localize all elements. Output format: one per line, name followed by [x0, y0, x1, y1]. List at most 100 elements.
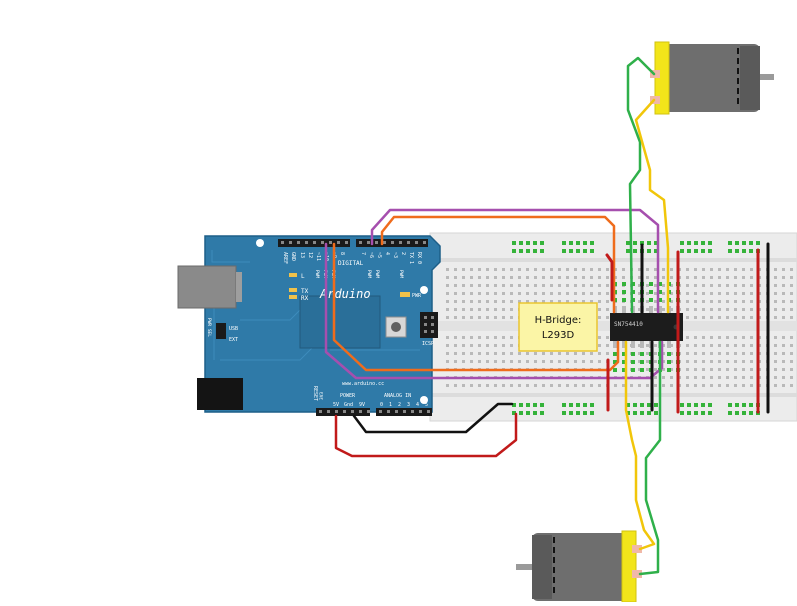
breadboard-hole — [734, 284, 737, 287]
breadboard-hole — [590, 300, 593, 303]
chip-leg — [640, 340, 644, 348]
callout-box — [518, 302, 598, 352]
rail-hole — [708, 241, 712, 245]
pin-label: 8 — [339, 252, 345, 255]
breadboard-hole — [654, 308, 657, 311]
breadboard-hole — [694, 336, 697, 339]
icsp-pin — [424, 330, 427, 333]
breadboard-hole — [510, 284, 513, 287]
breadboard-hole — [654, 284, 657, 287]
header-pin — [281, 241, 284, 244]
rail-hole — [583, 411, 587, 415]
breadboard-hole — [654, 292, 657, 295]
rail-hole — [640, 241, 644, 245]
analog-pin-label: 4 — [416, 402, 419, 408]
rail-hole — [533, 241, 537, 245]
breadboard-hole — [718, 292, 721, 295]
breadboard-hole — [638, 300, 641, 303]
breadboard-hole — [622, 268, 625, 271]
rail-hole — [526, 241, 530, 245]
active-hole — [640, 368, 644, 372]
wire-black-ground — [352, 402, 514, 434]
rail-hole — [512, 403, 516, 407]
breadboard-hole — [486, 268, 489, 271]
breadboard-hole — [782, 300, 785, 303]
breadboard-hole — [598, 384, 601, 387]
breadboard-hole — [638, 292, 641, 295]
breadboard-hole — [518, 384, 521, 387]
breadboard-hole — [694, 344, 697, 347]
breadboard-hole — [742, 360, 745, 363]
breadboard-hole — [662, 384, 665, 387]
rail-hole — [533, 249, 537, 253]
rail-hole — [590, 241, 594, 245]
breadboard-hole — [670, 284, 673, 287]
rail-hole — [562, 411, 566, 415]
active-hole — [613, 360, 617, 364]
breadboard-hole — [726, 336, 729, 339]
power-label: POWER — [340, 393, 356, 399]
chip-leg — [649, 306, 653, 314]
header-pin — [319, 410, 322, 413]
chip-leg — [613, 340, 617, 348]
breadboard-hole — [702, 300, 705, 303]
breadboard-hole — [694, 308, 697, 311]
breadboard-hole — [710, 308, 713, 311]
breadboard-hole — [582, 360, 585, 363]
active-hole — [667, 352, 671, 356]
breadboard-hole — [638, 384, 641, 387]
breadboard-hole — [782, 268, 785, 271]
breadboard-hole — [454, 352, 457, 355]
breadboard-hole — [790, 368, 793, 371]
icsp-label: ICSP — [422, 341, 434, 347]
rail-hole — [519, 241, 523, 245]
breadboard-hole — [502, 308, 505, 311]
chip-leg — [658, 306, 662, 314]
breadboard-hole — [598, 292, 601, 295]
breadboard-hole — [654, 352, 657, 355]
breadboard-hole — [462, 336, 465, 339]
h-bridge-callout: H-Bridge: L293D — [518, 302, 598, 352]
breadboard-hole — [454, 276, 457, 279]
led-pwr — [400, 292, 410, 297]
breadboard-hole — [742, 352, 745, 355]
breadboard-hole — [574, 300, 577, 303]
breadboard-hole — [750, 316, 753, 319]
wire-purple-bottom — [324, 242, 664, 380]
breadboard-hole — [558, 292, 561, 295]
breadboard-hole — [534, 292, 537, 295]
rail-hole — [680, 411, 684, 415]
breadboard-hole — [782, 316, 785, 319]
breadboard-hole — [478, 316, 481, 319]
breadboard-hole — [686, 352, 689, 355]
breadboard-hole — [502, 352, 505, 355]
breadboard-hole — [470, 344, 473, 347]
icsp-pin — [431, 323, 434, 326]
breadboard-hole — [574, 276, 577, 279]
power-pin-label: 3V3 — [319, 392, 325, 400]
breadboard-hole — [446, 316, 449, 319]
rail-hole — [708, 411, 712, 415]
breadboard-hole — [726, 344, 729, 347]
chip-leg — [667, 340, 671, 348]
breadboard-hole — [726, 284, 729, 287]
breadboard-hole — [694, 268, 697, 271]
pwm-label: PWM — [374, 270, 380, 278]
breadboard-hole — [518, 284, 521, 287]
pcb-traces — [211, 250, 420, 361]
breadboard-hole — [470, 316, 473, 319]
pin-label: 2 — [400, 252, 406, 255]
breadboard-hole — [542, 268, 545, 271]
breadboard-hole — [782, 292, 785, 295]
active-hole — [631, 360, 635, 364]
breadboard-hole — [718, 376, 721, 379]
breadboard-hole — [702, 360, 705, 363]
rail-hole — [756, 241, 760, 245]
rail-hole — [512, 241, 516, 245]
breadboard-hole — [518, 292, 521, 295]
breadboard-hole — [486, 344, 489, 347]
breadboard-hole — [662, 344, 665, 347]
breadboard-hole — [774, 300, 777, 303]
breadboard-hole — [774, 284, 777, 287]
breadboard-rail-divider-bottom — [430, 393, 797, 397]
